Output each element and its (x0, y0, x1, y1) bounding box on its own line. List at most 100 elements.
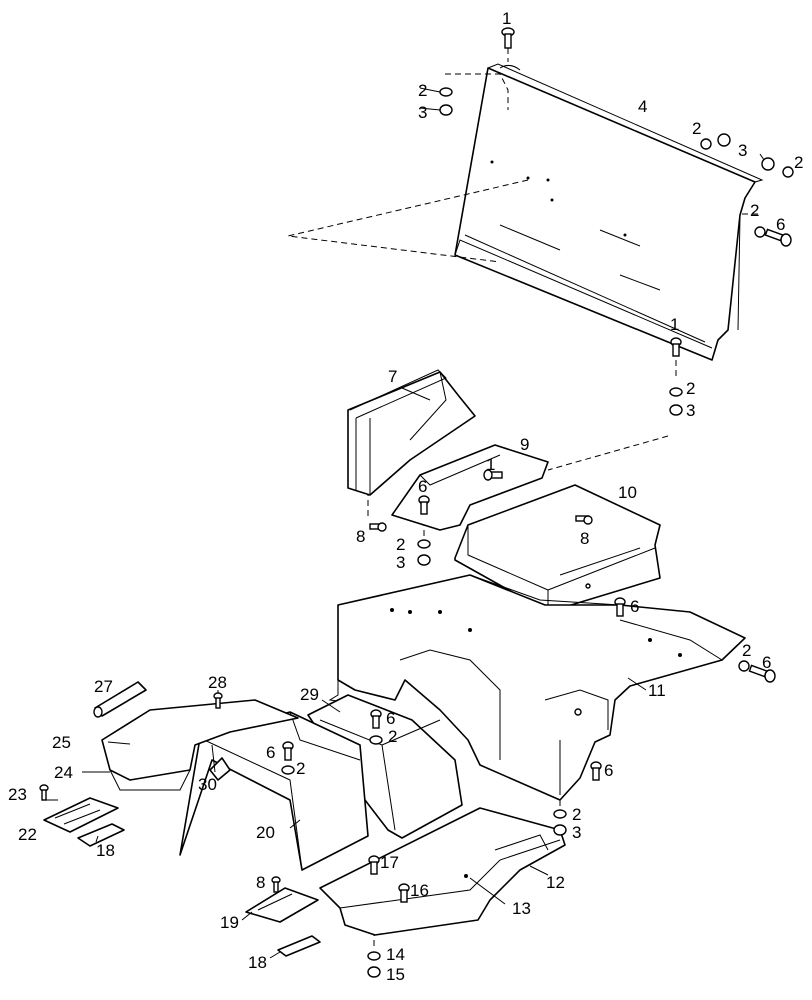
callout-1: 1 (502, 9, 511, 28)
callout-1: 1 (670, 315, 679, 334)
callouts: 1 2 3 4 2 3 2 2 6 1 2 3 7 9 1 6 10 8 8 2… (8, 9, 803, 984)
bolt-icon (368, 855, 380, 875)
callout-10: 10 (618, 483, 637, 502)
nut-icon (417, 554, 431, 566)
callout-8: 8 (356, 527, 365, 546)
washer-icon (738, 660, 750, 672)
washer-icon (754, 226, 766, 238)
callout-2: 2 (794, 153, 803, 172)
callout-28: 28 (208, 673, 227, 692)
callout-3: 3 (396, 553, 405, 572)
callout-7: 7 (388, 367, 397, 386)
callout-6: 6 (604, 761, 613, 780)
leader-lines (44, 87, 765, 959)
callout-6: 6 (418, 477, 427, 496)
callout-13: 13 (512, 899, 531, 918)
washer-icon (439, 87, 453, 97)
callout-19: 19 (220, 913, 239, 932)
callout-22: 22 (18, 825, 37, 844)
left-plate-25 (101, 699, 299, 791)
callout-3: 3 (418, 103, 427, 122)
nut-icon (761, 157, 775, 171)
nut-icon (669, 404, 683, 416)
callout-6: 6 (630, 597, 639, 616)
callout-9: 9 (520, 435, 529, 454)
callout-2: 2 (692, 119, 701, 138)
pad-18-bottom (277, 935, 321, 957)
callout-6: 6 (762, 653, 771, 672)
nut-icon (439, 104, 453, 116)
washer-icon (669, 387, 683, 397)
cover-29 (307, 694, 463, 839)
bolt-icon (418, 495, 430, 515)
callout-16: 16 (410, 881, 429, 900)
bolt-icon (282, 741, 294, 761)
screw-icon (271, 876, 281, 893)
box-10 (454, 484, 661, 613)
duct-7 (347, 369, 476, 496)
bracket-9 (391, 444, 549, 531)
callout-18: 18 (248, 953, 267, 972)
callout-8: 8 (580, 529, 589, 548)
callout-23: 23 (8, 785, 27, 804)
callout-3: 3 (738, 141, 747, 160)
bolt-icon (670, 337, 682, 357)
callout-2: 2 (750, 201, 759, 220)
screw-icon (39, 784, 49, 801)
callout-2: 2 (396, 535, 405, 554)
callout-3: 3 (572, 823, 581, 842)
washer-icon (367, 951, 381, 961)
callout-24: 24 (54, 763, 73, 782)
nut-icon (367, 966, 381, 978)
nut-icon (553, 824, 567, 836)
callout-29: 29 (300, 685, 319, 704)
callout-20: 20 (256, 823, 275, 842)
callout-2: 2 (296, 759, 305, 778)
washer-icon (782, 166, 794, 178)
callout-3: 3 (686, 401, 695, 420)
bolt-icon (748, 664, 776, 683)
callout-4: 4 (638, 97, 647, 116)
callout-12: 12 (546, 873, 565, 892)
callout-6: 6 (386, 709, 395, 728)
callout-27: 27 (94, 677, 113, 696)
bolt-icon (483, 469, 503, 481)
bolt-icon (398, 883, 410, 903)
callout-25: 25 (52, 733, 71, 752)
callout-8: 8 (256, 873, 265, 892)
callout-18: 18 (96, 841, 115, 860)
callout-15: 15 (386, 965, 405, 984)
grill-plate-22 (43, 797, 119, 833)
callout-6: 6 (266, 743, 275, 762)
nut-icon (717, 133, 731, 147)
bolt-icon (590, 761, 602, 781)
callout-2: 2 (572, 805, 581, 824)
callout-2: 2 (686, 379, 695, 398)
bolt-icon (764, 228, 792, 247)
bolt-icon (501, 27, 515, 49)
hardware (39, 27, 794, 978)
callout-11: 11 (648, 681, 666, 700)
screw-icon (369, 522, 387, 532)
bolt-icon (614, 597, 626, 617)
frame-11 (328, 574, 746, 801)
pad-18-top (77, 823, 125, 847)
washer-icon (281, 765, 295, 775)
callout-2: 2 (418, 81, 427, 100)
callout-6: 6 (776, 215, 785, 234)
callout-2: 2 (742, 641, 751, 660)
washer-icon (417, 539, 431, 549)
washer-icon (700, 138, 712, 150)
bolt-icon (370, 709, 382, 729)
callout-14: 14 (386, 945, 405, 964)
callout-1: 1 (486, 455, 495, 474)
panel-4 (454, 63, 764, 361)
screw-icon (213, 692, 223, 709)
clip-30 (209, 757, 231, 781)
washer-icon (553, 809, 567, 819)
rod-27 (93, 681, 147, 718)
screw-icon (575, 515, 593, 525)
plate-19 (245, 887, 319, 923)
